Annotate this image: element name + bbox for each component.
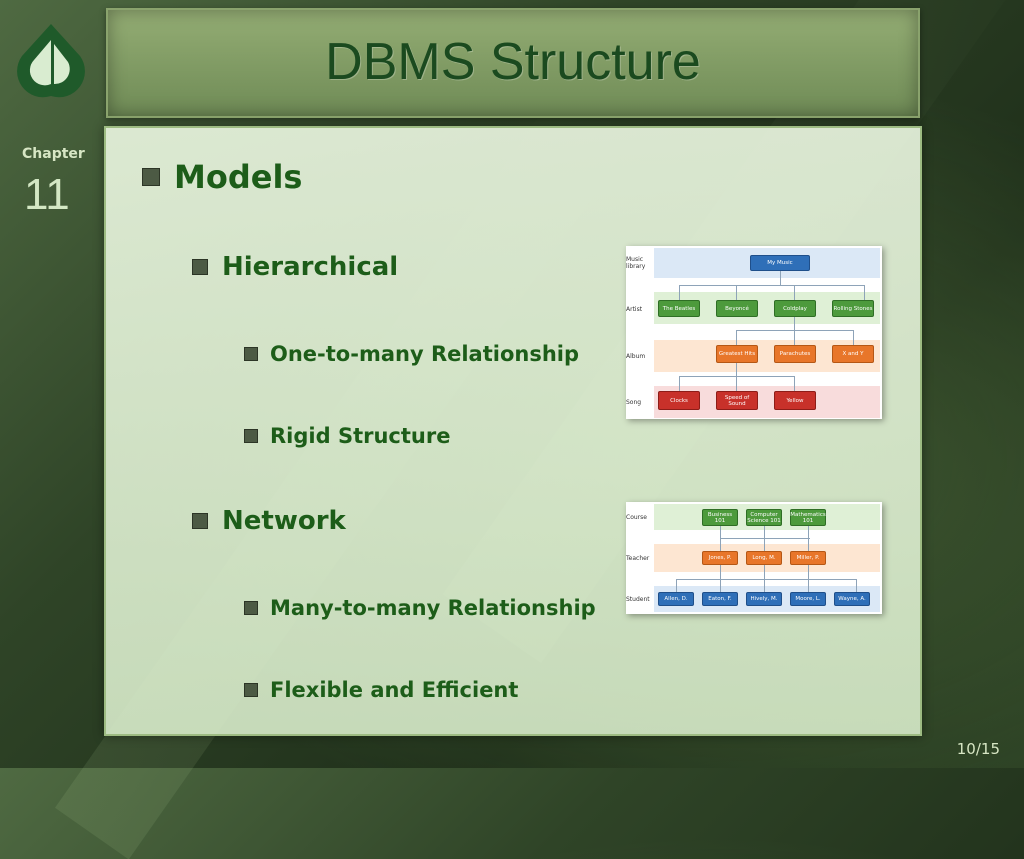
- bullet-text: Many-to-many Relationship: [270, 596, 596, 620]
- node-student: Allen, D.: [658, 592, 694, 606]
- node-student: Wayne, A.: [834, 592, 870, 606]
- row-label: Teacher: [626, 555, 650, 562]
- row-label: Artist: [626, 306, 643, 313]
- square-bullet-icon: [142, 168, 160, 186]
- connector: [720, 565, 721, 592]
- connector: [679, 285, 865, 286]
- connector: [794, 285, 795, 300]
- node-course: Business 101: [702, 509, 738, 526]
- bullet-hierarchical: Hierarchical: [192, 252, 398, 282]
- node-artist: Rolling Stones: [832, 300, 874, 317]
- content-panel: Models Hierarchical One-to-many Relation…: [104, 126, 922, 736]
- connector: [864, 285, 865, 300]
- connector: [794, 330, 795, 345]
- node-song: Yellow: [774, 391, 816, 410]
- node-teacher: Long, M.: [746, 551, 782, 565]
- node-student: Hively, M.: [746, 592, 782, 606]
- bullet-text: Models: [174, 158, 303, 196]
- square-bullet-icon: [192, 259, 208, 275]
- connector: [736, 330, 737, 345]
- bullet-one-to-many: One-to-many Relationship: [244, 342, 579, 366]
- bullet-text: One-to-many Relationship: [270, 342, 580, 366]
- bullet-text: Hierarchical: [222, 252, 399, 282]
- connector: [676, 579, 677, 592]
- title-bar: DBMS Structure: [106, 8, 920, 118]
- bullet-text: Flexible and Efficient: [270, 678, 519, 702]
- connector: [679, 285, 680, 300]
- connector: [736, 362, 737, 376]
- connector: [720, 538, 810, 539]
- bullet-text: Network: [222, 506, 346, 536]
- node-course: Mathematics 101: [790, 509, 826, 526]
- bullet-flexible: Flexible and Efficient: [244, 678, 518, 702]
- connector: [679, 376, 795, 377]
- node-album: X and Y: [832, 345, 874, 363]
- connector: [856, 579, 857, 592]
- bullet-text: Rigid Structure: [270, 424, 451, 448]
- connector: [679, 376, 680, 391]
- chapter-label: Chapter: [22, 146, 85, 162]
- slide-title: DBMS Structure: [325, 33, 701, 91]
- node-course: Computer Science 101: [746, 509, 782, 526]
- node-root: My Music: [750, 255, 810, 271]
- node-song: Speed of Sound: [716, 391, 758, 410]
- connector: [794, 316, 795, 330]
- node-teacher: Jones, P.: [702, 551, 738, 565]
- connector: [780, 271, 781, 285]
- bullet-models: Models: [142, 158, 302, 196]
- connector: [676, 579, 856, 580]
- row-label: Music library: [626, 256, 646, 270]
- node-song: Clocks: [658, 391, 700, 410]
- bullet-many-to-many: Many-to-many Relationship: [244, 596, 596, 620]
- node-student: Moore, L.: [790, 592, 826, 606]
- node-artist: Coldplay: [774, 300, 816, 317]
- connector: [736, 330, 854, 331]
- connector: [736, 285, 737, 300]
- square-bullet-icon: [244, 683, 258, 697]
- row-label: Song: [626, 399, 642, 406]
- node-album: Greatest Hits: [716, 345, 758, 363]
- square-bullet-icon: [192, 513, 208, 529]
- connector: [764, 565, 765, 592]
- logo-icon: [17, 24, 85, 98]
- connector: [794, 376, 795, 391]
- connector: [736, 376, 737, 391]
- square-bullet-icon: [244, 601, 258, 615]
- node-artist: The Beatles: [658, 300, 700, 317]
- bullet-network: Network: [192, 506, 346, 536]
- hierarchical-diagram: Music library Artist Album Song My Music…: [626, 246, 882, 419]
- node-teacher: Miller, P.: [790, 551, 826, 565]
- bullet-rigid: Rigid Structure: [244, 424, 450, 448]
- page-number: 10/15: [956, 740, 1000, 758]
- node-student: Eaton, F.: [702, 592, 738, 606]
- node-artist: Beyoncé: [716, 300, 758, 317]
- connector: [808, 565, 809, 592]
- square-bullet-icon: [244, 347, 258, 361]
- row-label: Album: [626, 353, 646, 360]
- chapter-number: 11: [24, 170, 70, 219]
- node-album: Parachutes: [774, 345, 816, 363]
- row-label: Student: [626, 596, 650, 603]
- square-bullet-icon: [244, 429, 258, 443]
- network-diagram: Course Teacher Student Business 101 Comp…: [626, 502, 882, 614]
- connector: [853, 330, 854, 345]
- row-label: Course: [626, 514, 647, 521]
